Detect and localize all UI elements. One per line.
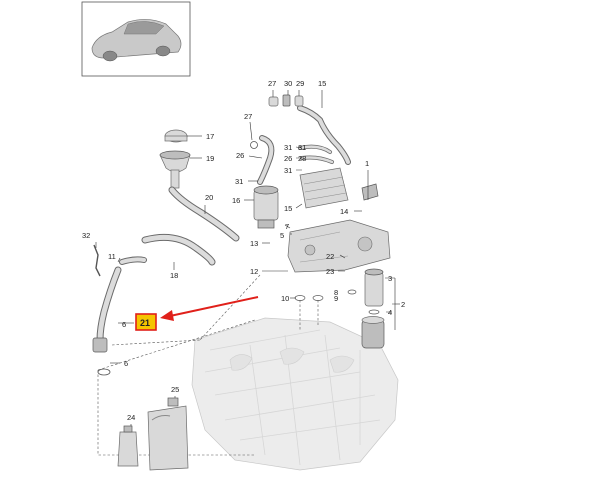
callout-9[interactable]: 9 [334,294,338,303]
callout-24[interactable]: 24 [127,413,135,422]
part-housing-12[interactable] [287,219,391,273]
callouts: 17 19 20 18 11 32 6 6 27 30 29 15 27 26 … [82,79,405,422]
car-thumbnail[interactable] [81,1,191,77]
callout-20[interactable]: 20 [205,193,213,202]
callout-17[interactable]: 17 [206,132,214,141]
part-oil-can-24[interactable] [117,425,139,467]
callout-15-mid[interactable]: 15 [284,204,292,213]
callout-12[interactable]: 12 [250,267,258,276]
callout-4[interactable]: 4 [388,308,392,317]
callout-32[interactable]: 32 [82,231,90,240]
part-module-16[interactable] [253,185,279,229]
callout-31-b[interactable]: 31 [284,166,292,175]
callout-8[interactable]: 8 [334,288,338,297]
callout-6-upper[interactable]: 6 [122,320,126,329]
callout-16[interactable]: 16 [232,196,240,205]
callout-14[interactable]: 14 [340,207,348,216]
part-pipe-20[interactable] [168,186,240,242]
car-thumbnail-icon [91,19,182,62]
part-clip-32[interactable] [93,244,101,277]
part-sensor-1[interactable] [361,183,379,201]
part-hose-18[interactable] [141,233,216,266]
callout-2[interactable]: 2 [401,300,405,309]
part-hose-26[interactable] [257,135,275,185]
callout-11[interactable]: 11 [108,252,116,261]
engine-block [191,317,399,471]
callout-27-mid[interactable]: 27 [244,112,252,121]
part-oil-can-25[interactable] [147,397,189,471]
part-fittings-27-30-29[interactable] [250,94,304,149]
callout-27-top[interactable]: 27 [268,79,276,88]
callout-26-left[interactable]: 26 [236,151,244,160]
callout-18[interactable]: 18 [170,271,178,280]
part-filter-19[interactable] [159,150,191,189]
callout-31-a[interactable]: 31 [284,143,292,152]
callout-7[interactable]: 7 [285,222,289,231]
part-hose-lower[interactable] [92,266,122,353]
callout-10[interactable]: 10 [281,294,289,303]
callout-30[interactable]: 30 [284,79,292,88]
part-seal-6-lower[interactable] [97,368,111,376]
callout-31-left[interactable]: 31 [235,177,243,186]
callout-13[interactable]: 13 [250,239,258,248]
part-hose-15-upper[interactable] [297,105,351,165]
guide-lines [97,274,319,456]
part-cap-17[interactable] [164,129,188,143]
callout-1[interactable]: 1 [365,159,369,168]
red-arrow-icon [160,296,259,321]
callout-28[interactable]: 28 [298,154,306,163]
callout-3[interactable]: 3 [388,274,392,283]
callout-22[interactable]: 22 [326,252,334,261]
part-oil-cooler-15[interactable] [299,167,349,209]
callout-21: 21 [140,318,150,328]
part-pipes-31[interactable] [298,144,334,164]
callout-29[interactable]: 29 [296,79,304,88]
callout-31-c[interactable]: 31 [298,143,306,152]
callout-15-top[interactable]: 15 [318,79,326,88]
part-pipe-11[interactable] [119,256,147,265]
part-seals[interactable] [294,289,380,315]
leader-lines [95,90,400,426]
callout-6-lower[interactable]: 6 [124,359,128,368]
callout-26-right[interactable]: 26 [284,154,292,163]
callout-19[interactable]: 19 [206,154,214,163]
callout-23[interactable]: 23 [326,267,334,276]
part-filter-housing-2[interactable] [361,316,385,349]
callout-5[interactable]: 5 [280,231,284,240]
part-oil-filter-3[interactable] [364,268,384,307]
callout-25[interactable]: 25 [171,385,179,394]
highlight-box-21[interactable]: 21 [135,313,157,331]
